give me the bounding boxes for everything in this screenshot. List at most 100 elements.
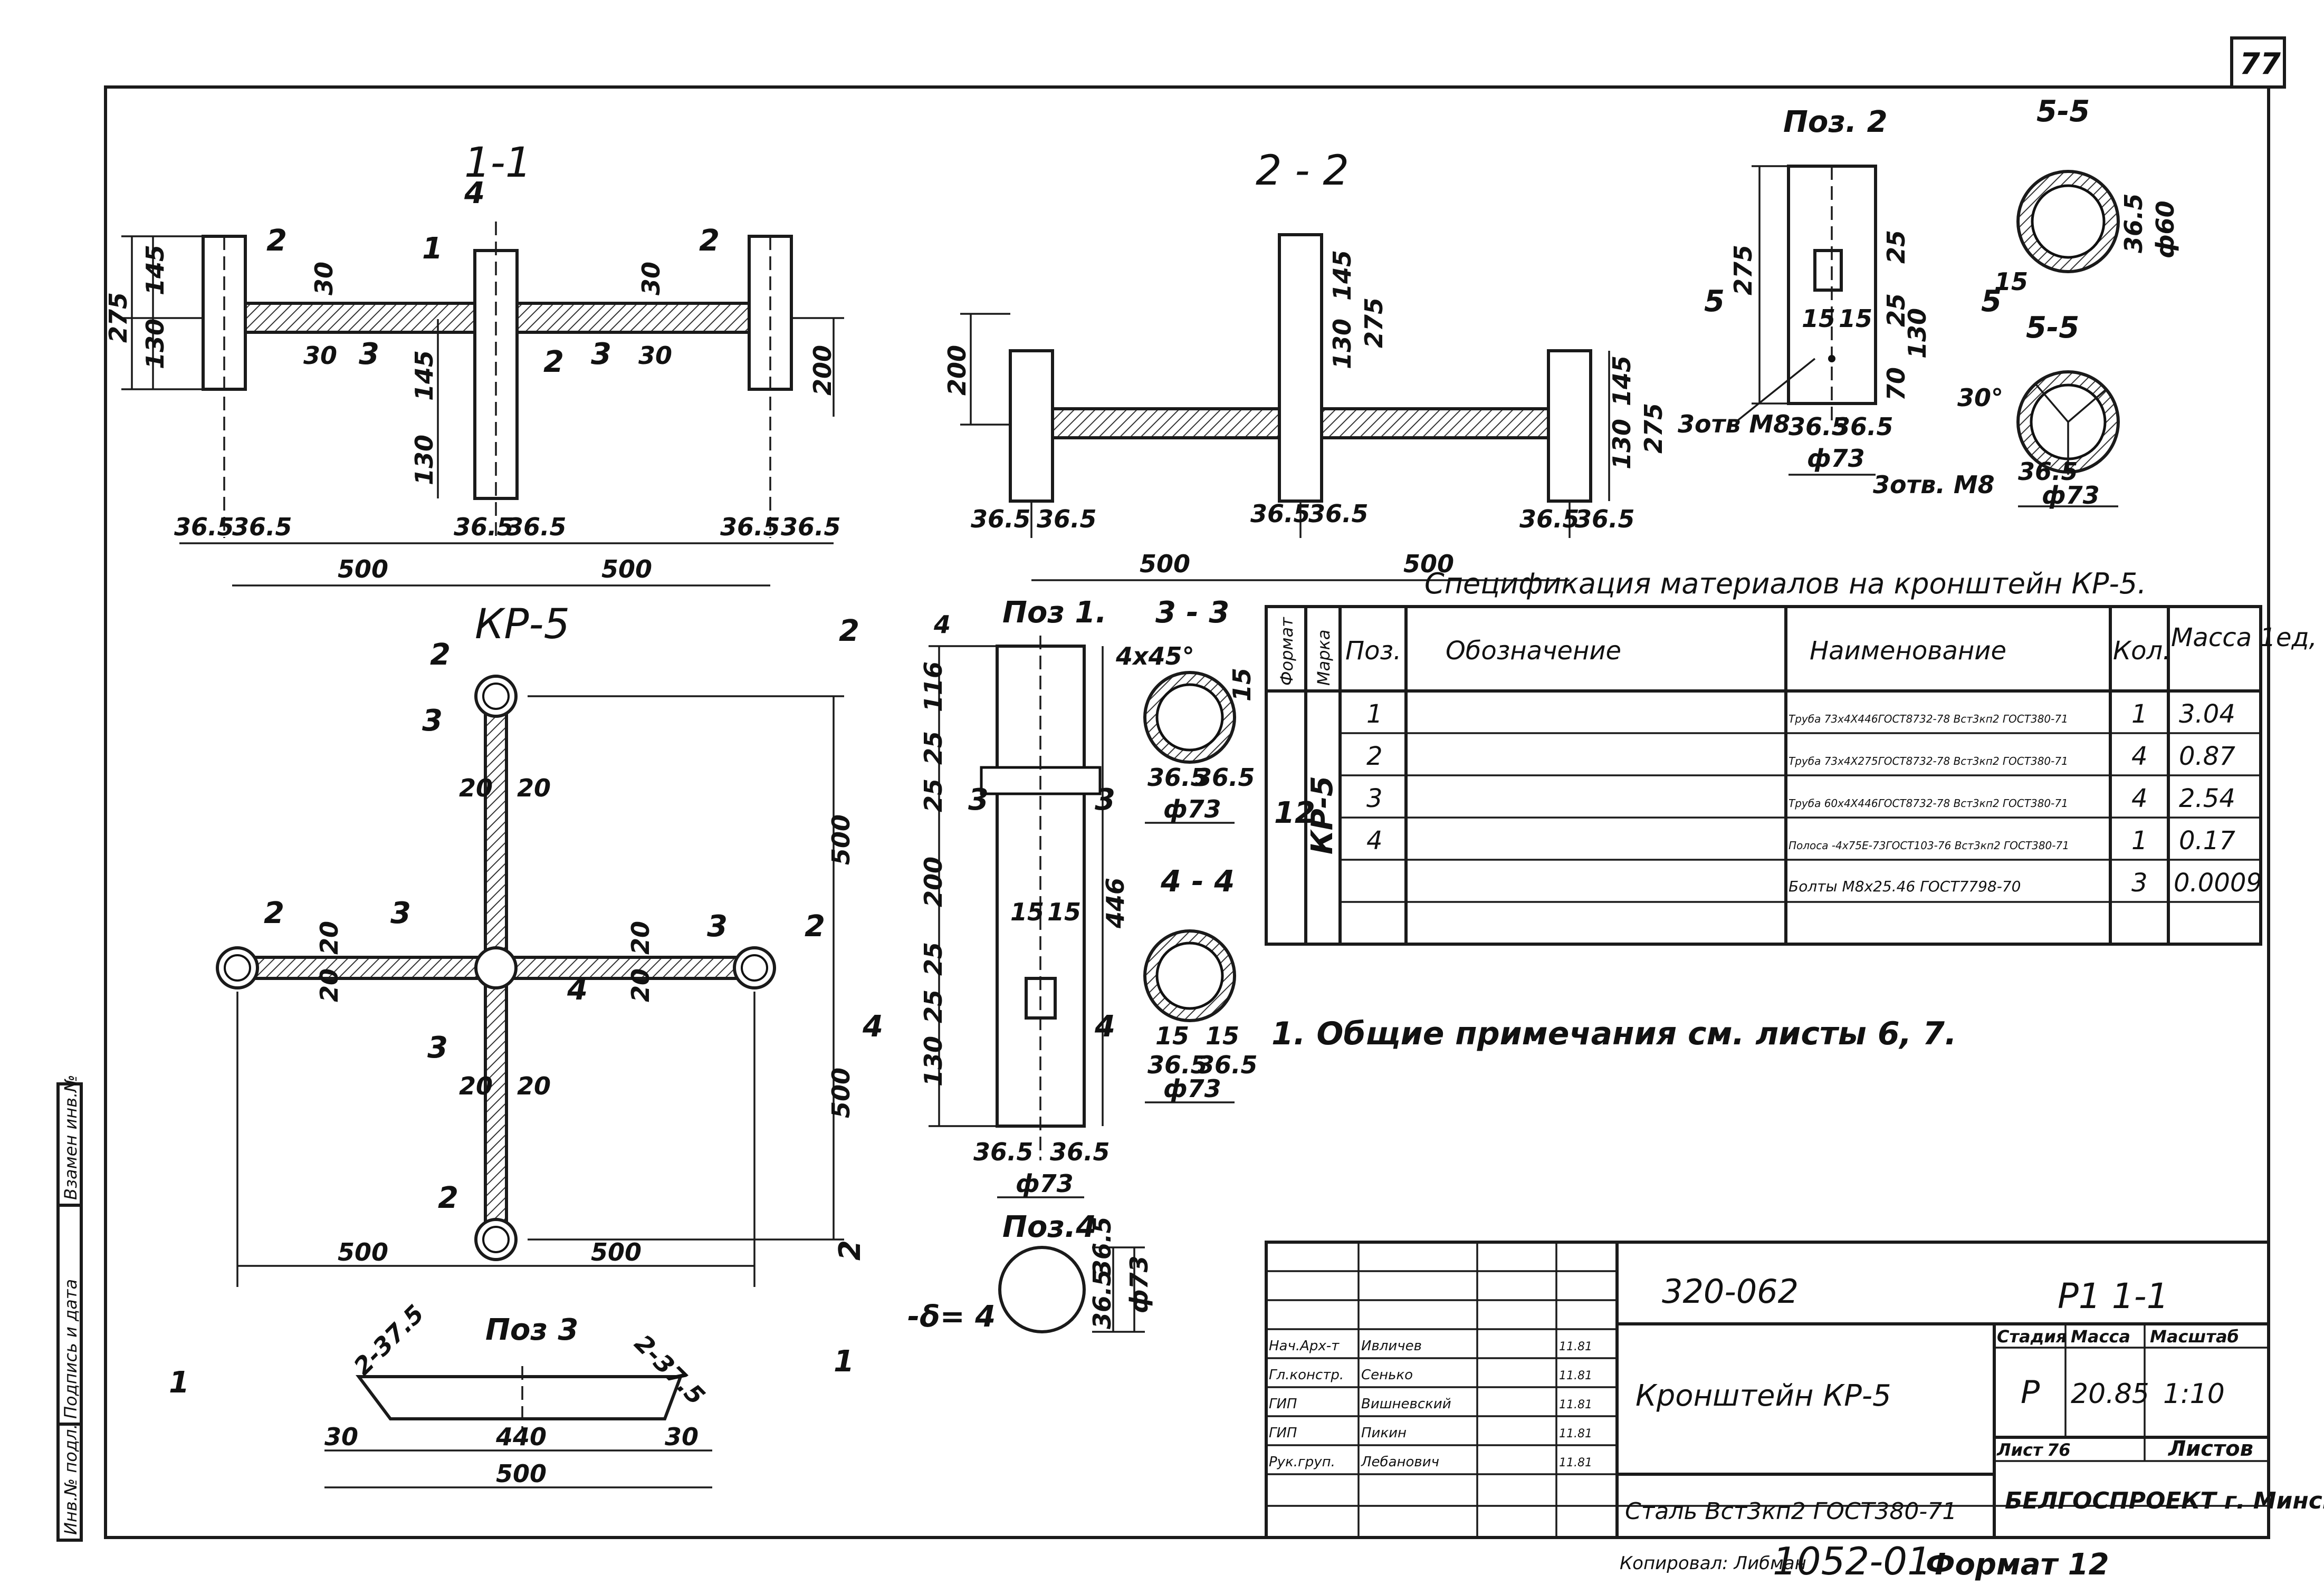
label-m4: 4 bbox=[1094, 1010, 1115, 1044]
view-section-4-4: 4 - 4 15 15 36.5 36.5 ф73 bbox=[1143, 864, 1258, 1103]
label-d36_5: 36.5 bbox=[1519, 505, 1580, 533]
label-name: Труба 73х4Х446ГОСТ8732-78 Вст3кп2 ГОСТ38… bbox=[1789, 713, 2068, 725]
label-name: Сенько bbox=[1361, 1367, 1413, 1383]
label-d440: 440 bbox=[495, 1423, 547, 1451]
label-d70: 70 bbox=[1882, 367, 1910, 401]
label-stage: Р bbox=[2021, 1374, 2040, 1411]
label-c1: 1 bbox=[422, 232, 443, 266]
rect-shape bbox=[1813, 249, 1843, 292]
label-d36_5: 36.5 bbox=[1789, 412, 1849, 441]
path-shape bbox=[356, 1375, 683, 1420]
label-d36_5: 36.5 bbox=[1037, 505, 1097, 533]
circle-shape bbox=[1828, 355, 1835, 362]
label-phi73: ф73 bbox=[2042, 481, 2100, 510]
view-section-5-5: 5-5 15 36.5 ф60 bbox=[1994, 94, 2179, 296]
label-mass: Масса bbox=[2071, 1327, 2130, 1347]
label-sheet: Лист bbox=[1996, 1440, 2044, 1460]
format-label: Формат 12 bbox=[1926, 1548, 2109, 1582]
label-d500: 500 bbox=[827, 814, 855, 865]
spec-table: Спецификация материалов на кронштейн КР-… bbox=[1265, 567, 2324, 946]
label-d36_5: 36.5 bbox=[174, 513, 234, 541]
circle-shape bbox=[741, 954, 768, 982]
label-role: ГИП bbox=[1269, 1396, 1297, 1412]
label-d36_5: 36.5 bbox=[1250, 499, 1311, 528]
rect-shape bbox=[1051, 407, 1281, 439]
label-d25: 25 bbox=[919, 731, 948, 765]
label-section_mark: 5 bbox=[1704, 284, 1725, 319]
rect-shape bbox=[505, 956, 740, 980]
label-phi73: ф73 bbox=[1016, 1169, 1074, 1198]
label-c2: 2 bbox=[543, 345, 564, 379]
label-pos: 4 bbox=[1366, 826, 1383, 856]
rect-shape bbox=[1278, 233, 1323, 503]
label-d145: 145 bbox=[410, 350, 438, 401]
label-c3: 3 bbox=[359, 337, 379, 371]
view-section-6-6: 5-5 30° ф73 3отв. М8 36.5 bbox=[1873, 311, 2120, 510]
bar-right bbox=[515, 302, 751, 334]
label-d20: 20 bbox=[315, 921, 343, 955]
label-d20: 20 bbox=[459, 774, 493, 802]
label-d36_5: 36.5 bbox=[232, 513, 292, 541]
label-date: 11.81 bbox=[1559, 1427, 1592, 1440]
label-title: Кронштейн КР-5 bbox=[1636, 1379, 1891, 1413]
label-d200: 200 bbox=[808, 345, 837, 396]
label-phi73: ф73 bbox=[1163, 795, 1221, 823]
label-stage: Стадия bbox=[1997, 1327, 2067, 1347]
label-c3: 3 bbox=[390, 896, 411, 930]
label-d30: 30 bbox=[303, 341, 337, 370]
line-shape bbox=[2035, 384, 2069, 423]
label-d500: 500 bbox=[338, 1238, 388, 1266]
label-d145: 145 bbox=[141, 245, 169, 295]
circle-shape bbox=[482, 683, 510, 710]
label-d200: 200 bbox=[919, 857, 948, 907]
label-phi60: ф60 bbox=[2151, 200, 2179, 258]
view-pos2: Поз. 2 275 25 25 130 70 15 15 36.5 36.5 … bbox=[1678, 105, 2002, 476]
inventory-number: 1052-01 bbox=[1773, 1539, 1931, 1583]
label-d15: 15 bbox=[1802, 304, 1835, 333]
rect-shape bbox=[1265, 1241, 2270, 1539]
label-name: Болты М8х25.46 ГОСТ7798-70 bbox=[1789, 878, 2021, 895]
label-qty: 1 bbox=[2131, 699, 2148, 729]
label-d365: 36.5 bbox=[2018, 457, 2078, 486]
label-d275: 275 bbox=[104, 292, 132, 343]
sheet-frame bbox=[104, 85, 2270, 1539]
label-material: Сталь Вст3кп2 ГОСТ380-71 bbox=[1625, 1498, 1957, 1525]
label-name: Наименование bbox=[1810, 636, 2006, 666]
label-qty: Кол. bbox=[2113, 636, 2170, 666]
label-phi73: ф73 bbox=[1163, 1074, 1221, 1103]
label-c2: 2 bbox=[266, 224, 287, 258]
label-d36_5: 36.5 bbox=[506, 513, 567, 541]
rect-shape bbox=[252, 956, 487, 980]
rect-shape bbox=[1320, 407, 1550, 439]
spec-caption: Спецификация материалов на кронштейн КР-… bbox=[1424, 567, 2146, 600]
label-d20: 20 bbox=[459, 1072, 493, 1100]
label-chamfer: 2-37.5 bbox=[348, 1299, 430, 1381]
label-m3: 3 bbox=[968, 783, 989, 817]
view-title: 2 - 2 bbox=[1256, 147, 1349, 195]
label-sheets: Листов bbox=[2168, 1437, 2253, 1461]
label-chamfer: 4х45° bbox=[1115, 642, 1194, 670]
label-d275: 275 bbox=[1729, 245, 1757, 295]
label-org: БЕЛГОСПРОЕКТ г. Минск bbox=[2005, 1487, 2324, 1514]
label-mass: 0.17 bbox=[2179, 826, 2235, 856]
label-mass: 2.54 bbox=[2179, 784, 2235, 813]
circle-shape bbox=[474, 946, 518, 989]
label-d275: 275 bbox=[1360, 297, 1388, 348]
label-mass: Масса 1ед, кг bbox=[2171, 623, 2324, 652]
label-name: Ивличев bbox=[1361, 1338, 1422, 1354]
sheet-number-box bbox=[2230, 36, 2286, 89]
label-qty: 1 bbox=[2131, 826, 2148, 856]
circle-shape bbox=[2031, 184, 2106, 259]
label-scale: Масштаб bbox=[2150, 1327, 2239, 1347]
label-d130: 130 bbox=[410, 435, 438, 485]
label-d145: 145 bbox=[1328, 250, 1356, 301]
label-pos: 2 bbox=[1366, 742, 1383, 771]
label-c2: 2 bbox=[438, 1181, 458, 1215]
view-section-3-3: 3 - 3 36.5 36.5 ф73 15 bbox=[1143, 595, 1256, 824]
view-title: 1-1 bbox=[464, 139, 531, 187]
label-mark: 1 bbox=[834, 1344, 854, 1379]
label-d36_5: 36.5 bbox=[1050, 1138, 1110, 1166]
label-d20: 20 bbox=[517, 1072, 551, 1100]
label-c3: 3 bbox=[422, 704, 443, 738]
margin-inv: Инв.№ подл. bbox=[61, 1424, 81, 1535]
